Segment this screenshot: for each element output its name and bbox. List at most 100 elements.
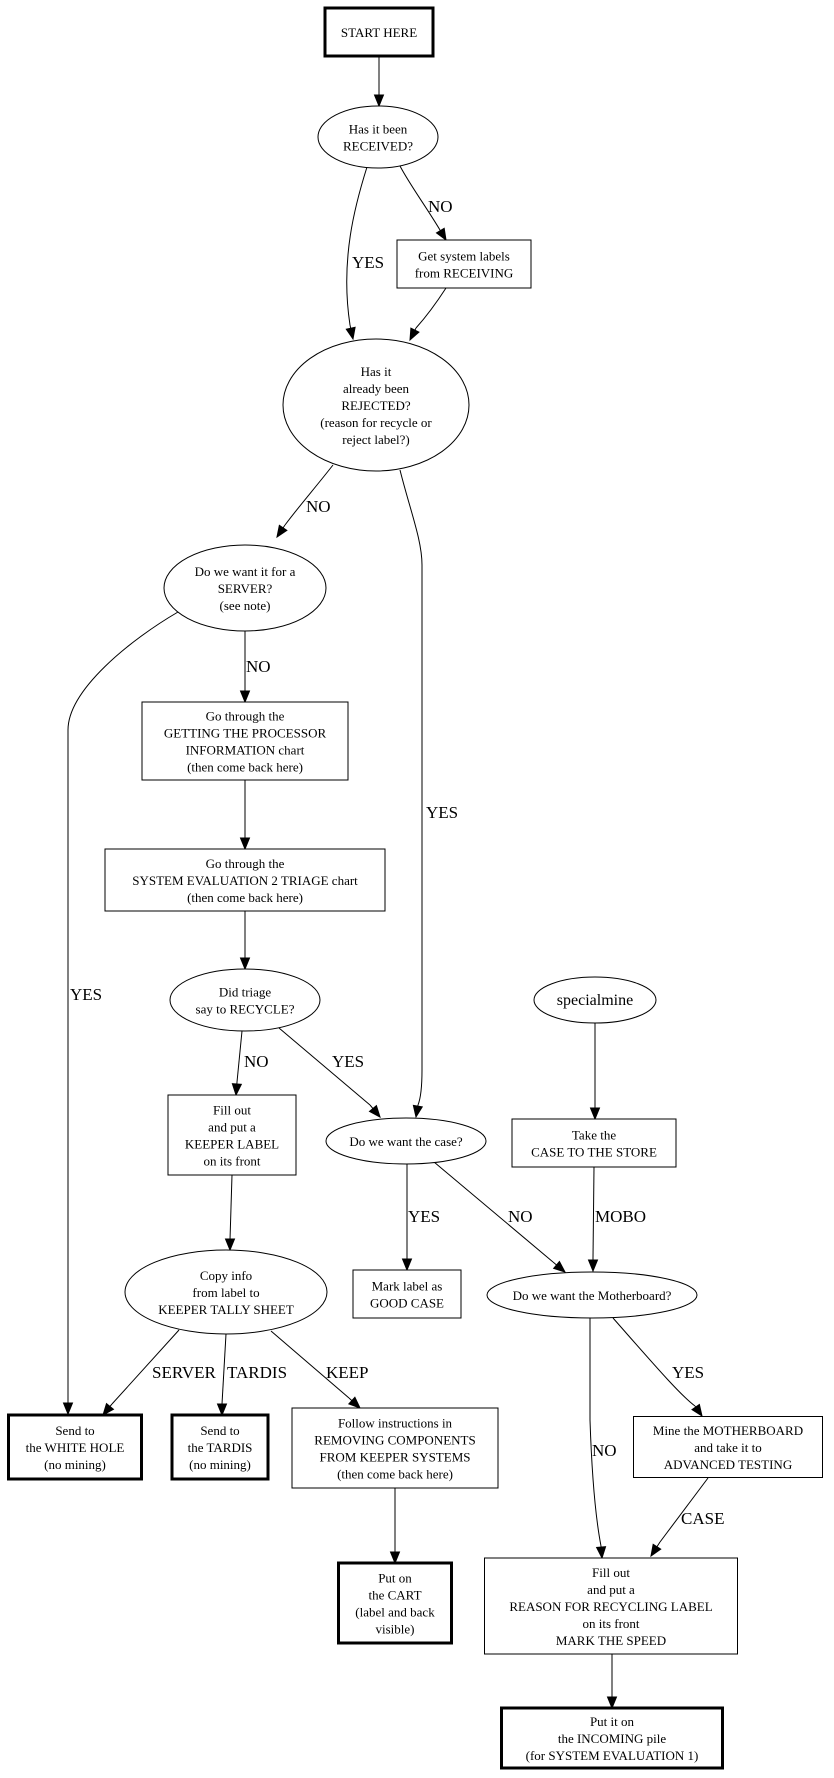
arrowhead-icon [345, 326, 356, 341]
node-text-line: REASON FOR RECYCLING LABEL [509, 1599, 712, 1614]
terminal-box [323, 6, 435, 58]
edge-start-to-received [373, 56, 385, 108]
edge-label: YES [352, 253, 384, 272]
node-text-line: CASE TO THE STORE [531, 1145, 657, 1160]
edge-specialmine-to-case_store [589, 1023, 601, 1121]
process-box [141, 701, 349, 781]
node-text-line: and put a [587, 1582, 635, 1597]
node-text-line: INFORMATION chart [186, 743, 305, 758]
edge-rejected-to-server: NO [276, 464, 334, 539]
node-text-line: from RECEIVING [415, 266, 514, 281]
arrowhead-icon [102, 1402, 115, 1417]
edge-want_mobo-to-mine_mobo: YES [612, 1317, 704, 1418]
edge-label: NO [508, 1207, 533, 1226]
node-text-line: and take it to [694, 1440, 762, 1455]
node-want-mobo: Do we want the Motherboard? [486, 1271, 698, 1319]
edge-line [433, 1161, 554, 1263]
arrowhead-icon [412, 1104, 424, 1119]
arrowhead-icon [276, 524, 288, 539]
node-text-line: and put a [208, 1120, 256, 1135]
edge-keeper_label-to-copy_info [224, 1174, 236, 1252]
node-text-line: on its front [582, 1616, 639, 1631]
edge-label: YES [70, 985, 102, 1004]
node-text-line: RECEIVED? [343, 139, 413, 154]
node-text-line: say to RECYCLE? [196, 1002, 295, 1017]
edge-received-to-rejected: YES [345, 166, 384, 341]
edge-processor-to-syseval [239, 780, 251, 851]
edge-copy_info-to-tardis: TARDIS [216, 1333, 287, 1417]
edge-label: NO [306, 497, 331, 516]
edge-case_store-to-want_mobo: MOBO [587, 1166, 646, 1273]
edge-line-tail [656, 1541, 661, 1548]
edge-line [612, 1317, 696, 1407]
node-text-line: GOOD CASE [370, 1296, 444, 1311]
edge-label: NO [244, 1052, 269, 1071]
node-get-labels: Get system labels from RECEIVING [396, 239, 532, 289]
edge-label: YES [408, 1207, 440, 1226]
edge-line [236, 1030, 243, 1083]
edge-label: NO [428, 197, 453, 216]
decision-ellipse [486, 1271, 698, 1319]
edge-line-tail [348, 1397, 353, 1401]
edge-line [221, 1333, 227, 1405]
arrowhead-icon [435, 227, 447, 242]
arrowhead-icon [389, 1551, 401, 1565]
node-text-line: (see note) [220, 598, 271, 613]
node-follow: Follow instructions in REMOVING COMPONENT… [291, 1407, 499, 1489]
arrowhead-icon [552, 1260, 567, 1273]
edge-label: MOBO [595, 1207, 646, 1226]
decision-ellipse [169, 968, 321, 1032]
edge-label: NO [246, 657, 271, 676]
node-text-line: Take the [572, 1128, 616, 1143]
node-want-case: Do we want the case? [325, 1117, 487, 1165]
edge-syseval-to-triage [239, 911, 251, 971]
terminal-box [337, 1561, 453, 1645]
edge-line-tail [109, 1403, 113, 1407]
node-text-line: Send to [55, 1423, 94, 1438]
node-text-line: GETTING THE PROCESSOR [164, 726, 327, 741]
node-text-line: Get system labels [418, 249, 510, 264]
edge-label: YES [426, 803, 458, 822]
edge-line [229, 1174, 233, 1241]
arrowhead-icon [409, 327, 420, 342]
node-text-line: REMOVING COMPONENTS [314, 1433, 475, 1448]
node-text-line: Copy info [200, 1268, 252, 1283]
edge-label: YES [672, 1363, 704, 1382]
node-text-line: (then come back here) [337, 1467, 453, 1482]
edge-rejected-to-want_case: YES [399, 469, 458, 1119]
node-text-line: from label to [192, 1285, 259, 1300]
arrowhead-icon [595, 1546, 607, 1560]
node-text-line: (label and back [355, 1605, 435, 1620]
node-text-line: Follow instructions in [338, 1416, 453, 1431]
edge-label: SERVER [152, 1363, 216, 1382]
edge-mine_mobo-to-reason: CASE [650, 1477, 724, 1558]
edge-line-tail [349, 324, 352, 329]
node-text-line: REJECTED? [341, 398, 411, 413]
terminal-box [500, 1706, 724, 1770]
node-specialmine: specialmine [533, 976, 657, 1024]
node-text-line: already been [343, 381, 410, 396]
node-text-line: Go through the [206, 709, 285, 724]
decision-ellipse [124, 1249, 328, 1335]
node-text-line: KEEPER LABEL [185, 1137, 279, 1152]
edge-line [284, 464, 334, 526]
terminal-box [170, 1413, 270, 1481]
edge-label: NO [592, 1441, 617, 1460]
node-text-line: (then come back here) [187, 890, 303, 905]
edge-line-tail [369, 1104, 374, 1109]
arrowhead-icon [587, 1259, 599, 1273]
process-box [511, 1118, 677, 1168]
node-text-line: Has it been [349, 122, 408, 137]
node-text-line: (for SYSTEM EVALUATION 1) [526, 1748, 699, 1763]
edge-triage-to-want_case: YES [278, 1027, 381, 1119]
